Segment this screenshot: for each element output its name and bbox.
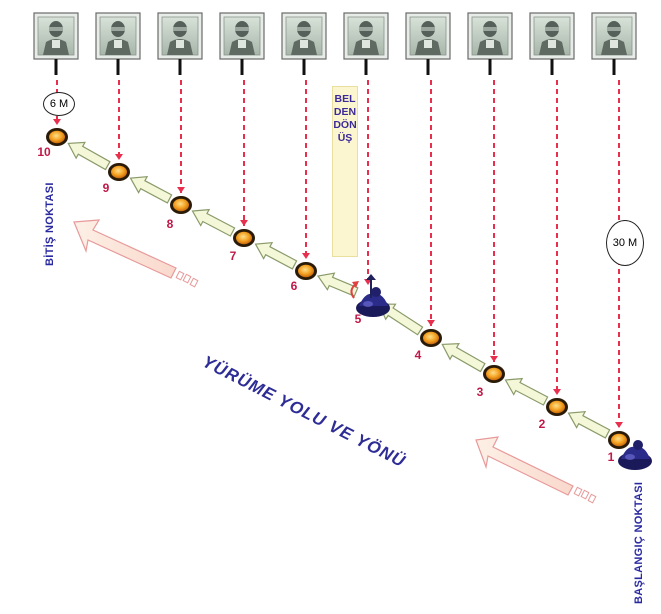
start-distance-text: 30 M bbox=[612, 237, 638, 249]
station-number-1: 1 bbox=[607, 450, 615, 464]
station-marker-6 bbox=[295, 262, 317, 280]
end-distance-badge: 6 M bbox=[43, 92, 75, 116]
station-number-4: 4 bbox=[414, 348, 422, 362]
mirror-portrait-icon bbox=[343, 12, 389, 75]
sight-line-arrowhead bbox=[302, 253, 310, 259]
path-step-arrow bbox=[441, 342, 486, 373]
station-number-2: 2 bbox=[538, 417, 546, 431]
sight-line-arrowhead bbox=[115, 154, 123, 160]
station-marker-8 bbox=[170, 196, 192, 214]
waist-turn-box: BELDEN DÖNÜŞ bbox=[332, 86, 358, 257]
station-marker-10 bbox=[46, 128, 68, 146]
mirror-portrait-icon bbox=[467, 12, 513, 75]
mirror-portrait-icon bbox=[405, 12, 451, 75]
mirror-portrait-icon bbox=[33, 12, 79, 75]
sight-line-arrowhead bbox=[615, 422, 623, 428]
path-step-arrow bbox=[254, 242, 298, 270]
station-number-5: 5 bbox=[354, 312, 362, 326]
direction-arrow-lower bbox=[475, 436, 574, 496]
station-number-3: 3 bbox=[476, 385, 484, 399]
station-number-9: 9 bbox=[102, 181, 110, 195]
sight-line-arrowhead bbox=[53, 119, 61, 125]
station-number-8: 8 bbox=[166, 217, 174, 231]
mirror-portrait-icon bbox=[157, 12, 203, 75]
end-point-label: BİTİŞ NOKTASI bbox=[44, 182, 56, 266]
sight-line-arrowhead bbox=[553, 389, 561, 395]
direction-arrow-tail-segment bbox=[189, 277, 199, 288]
station-number-10: 10 bbox=[37, 145, 51, 159]
direction-arrow-tail-segment bbox=[580, 489, 590, 500]
path-step-arrow bbox=[504, 377, 549, 406]
mirror-portrait-icon bbox=[591, 12, 637, 75]
mirror-portrait-icon bbox=[219, 12, 265, 75]
station-number-7: 7 bbox=[229, 249, 237, 263]
direction-arrow-tail-segment bbox=[587, 493, 597, 504]
start-distance-badge: 30 M bbox=[606, 220, 644, 266]
station-marker-4 bbox=[420, 329, 442, 347]
mirror-portrait-icon bbox=[529, 12, 575, 75]
path-step-arrow bbox=[129, 176, 173, 204]
path-step-arrow bbox=[191, 208, 236, 237]
station-marker-2 bbox=[546, 398, 568, 416]
waist-turn-label: BELDEN DÖNÜŞ bbox=[333, 93, 357, 144]
mirror-portrait-icon bbox=[95, 12, 141, 75]
path-step-arrow bbox=[567, 411, 611, 439]
sight-line-arrowhead bbox=[240, 220, 248, 226]
start-point-label: BAŞLANGIÇ NOKTASI bbox=[633, 481, 645, 604]
end-distance-text: 6 M bbox=[49, 98, 69, 110]
station-marker-7 bbox=[233, 229, 255, 247]
station-marker-3 bbox=[483, 365, 505, 383]
direction-arrow-tail-segment bbox=[175, 270, 185, 281]
direction-arrow-tail-segment bbox=[573, 486, 583, 497]
station-number-6: 6 bbox=[290, 279, 298, 293]
sight-line-arrowhead bbox=[427, 320, 435, 326]
direction-arrow-upper bbox=[73, 219, 177, 279]
sight-line-arrowhead bbox=[490, 356, 498, 362]
sight-line-arrowhead bbox=[177, 187, 185, 193]
walker-figure-icon bbox=[618, 440, 652, 470]
station-marker-9 bbox=[108, 163, 130, 181]
walker-figure-icon bbox=[356, 274, 390, 317]
turn-arrow-icon bbox=[350, 281, 359, 299]
mirror-portrait-icon bbox=[281, 12, 327, 75]
path-step-arrow bbox=[67, 141, 111, 171]
direction-arrow-tail-segment bbox=[182, 273, 192, 284]
path-step-arrow bbox=[316, 272, 359, 297]
station-marker-1 bbox=[608, 431, 630, 449]
